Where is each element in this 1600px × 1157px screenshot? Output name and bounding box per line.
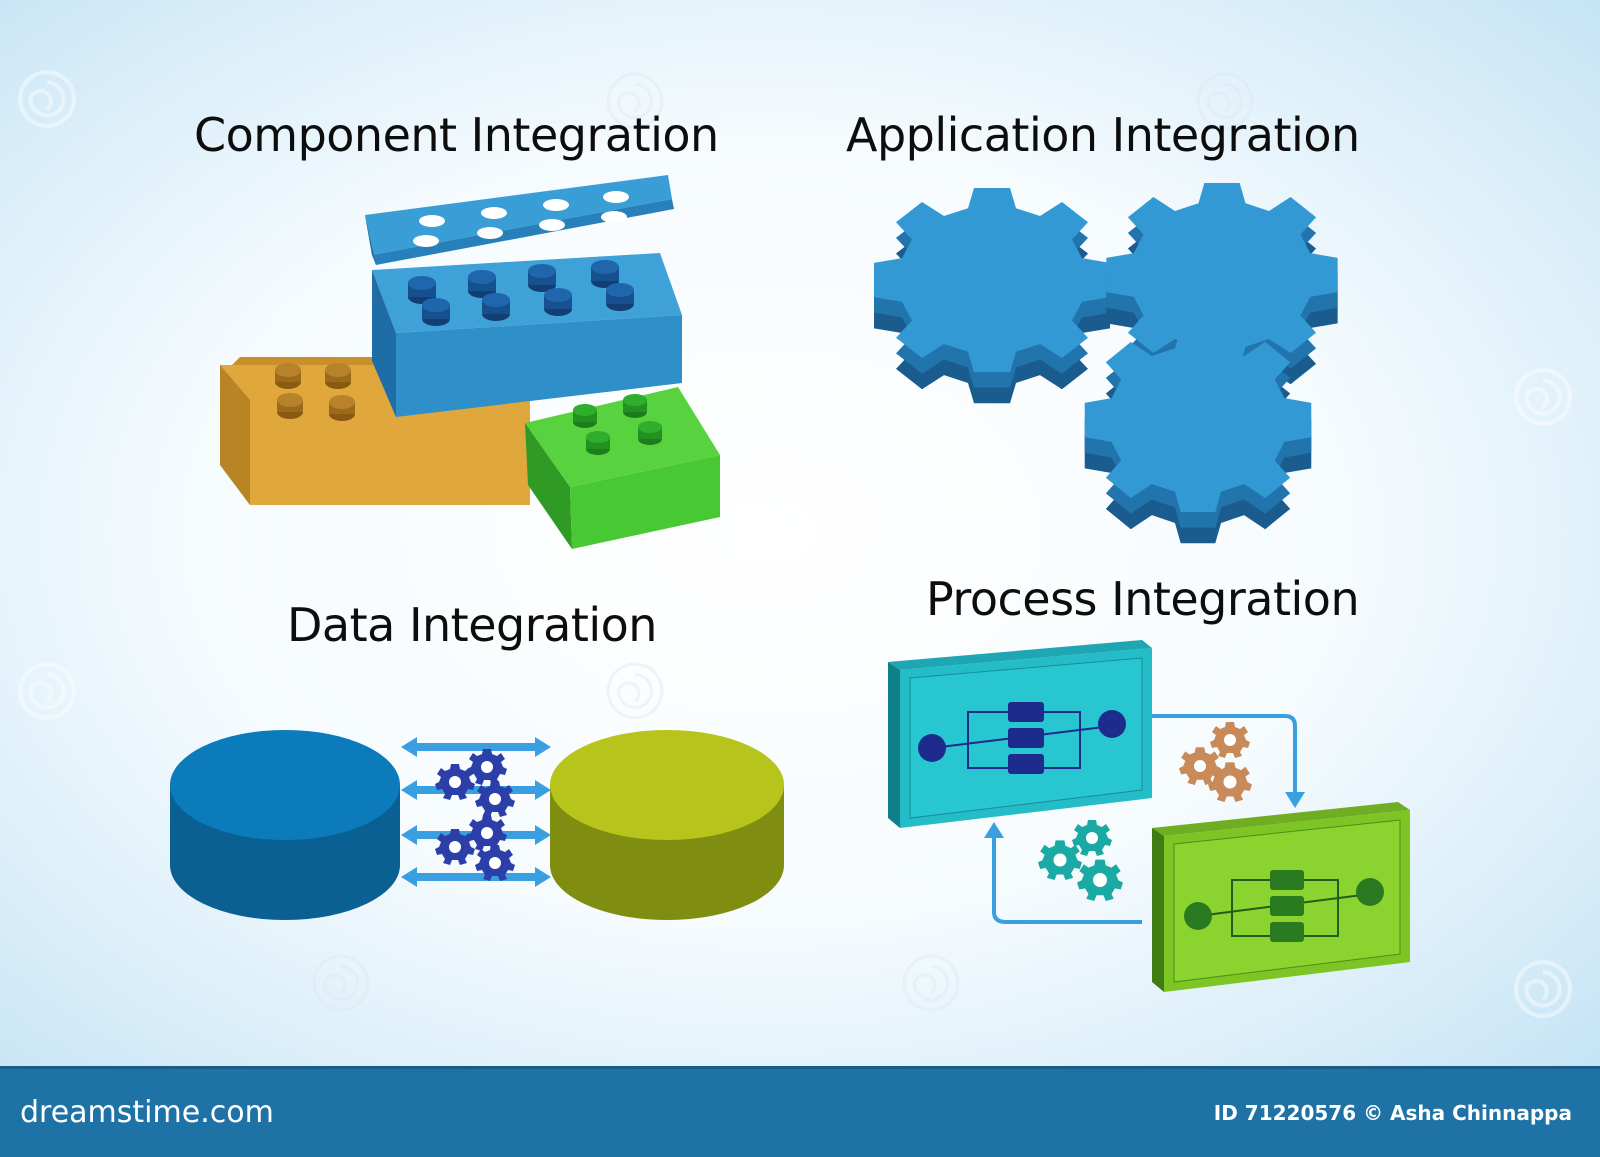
application-integration-title: Application Integration xyxy=(846,108,1360,162)
blue-brick-icon xyxy=(372,253,682,417)
data-integration-illustration xyxy=(170,730,784,920)
gear-icon xyxy=(435,749,515,881)
process-integration-title: Process Integration xyxy=(926,572,1360,626)
database-icon xyxy=(170,730,400,920)
watermark-swirl-icon xyxy=(606,72,664,130)
gear-icon xyxy=(1084,327,1312,544)
component-integration-title: Component Integration xyxy=(194,108,719,162)
green-brick-icon xyxy=(525,387,720,549)
gear-icon xyxy=(1179,722,1252,802)
watermark-brand: dreamstime.com xyxy=(20,1095,274,1130)
workflow-box-icon xyxy=(1152,802,1410,992)
component-integration-illustration xyxy=(220,175,720,549)
gear-icon xyxy=(1038,820,1123,901)
watermark-swirl-icon xyxy=(1196,72,1254,130)
gear-icon xyxy=(874,187,1110,404)
process-integration-illustration xyxy=(888,640,1410,992)
arrow-head-icon xyxy=(984,822,1004,838)
workflow-box-icon xyxy=(888,640,1152,828)
watermark-swirl-icon xyxy=(18,662,76,720)
arrow-icon xyxy=(992,714,1297,924)
watermark-footer-bar: dreamstime.com ID 71220576 © Asha Chinna… xyxy=(0,1066,1600,1157)
image-credit: ID 71220576 © Asha Chinnappa xyxy=(1213,1101,1572,1125)
watermark-swirl-icon xyxy=(606,662,664,720)
blue-lid-icon xyxy=(365,175,674,265)
arrow-head-icon xyxy=(1285,792,1305,808)
data-integration-title: Data Integration xyxy=(287,598,657,652)
watermark-swirl-icon xyxy=(902,954,960,1012)
watermark-swirl-icon xyxy=(312,954,370,1012)
watermark-swirl-icon xyxy=(1514,368,1572,426)
watermark-swirl-icon xyxy=(1514,960,1572,1018)
watermark-swirl-icon xyxy=(18,70,76,128)
application-integration-illustration xyxy=(874,182,1338,544)
database-icon xyxy=(550,730,784,920)
